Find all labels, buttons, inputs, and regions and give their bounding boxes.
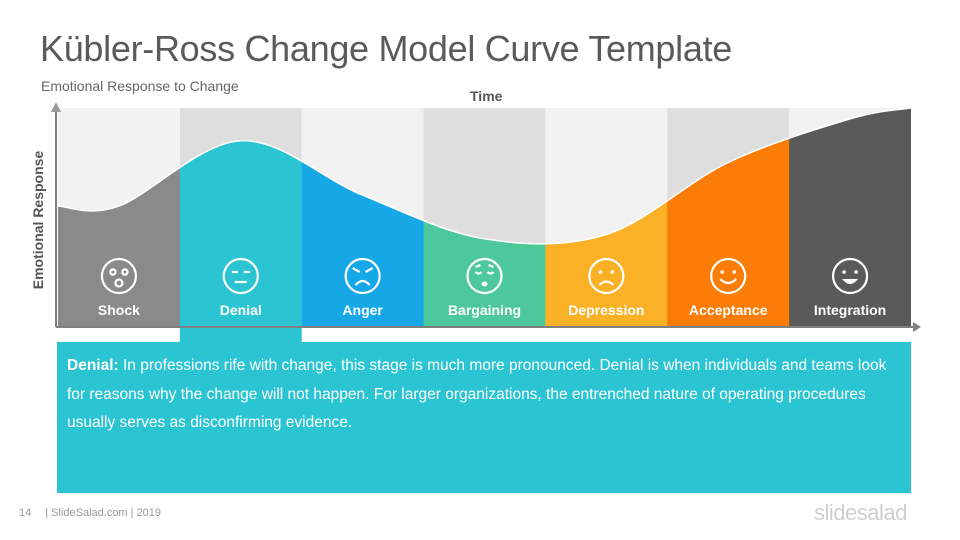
page-title: Kübler-Ross Change Model Curve Template: [40, 28, 732, 69]
surprised-face-icon: [100, 257, 138, 295]
description-text: In professions rife with change, this st…: [67, 357, 887, 431]
smiling-face-icon: [710, 257, 747, 295]
pleading-face-icon: [466, 257, 503, 295]
y-axis-arrow-icon: [51, 102, 61, 112]
stage-label-depression[interactable]: Depression: [568, 302, 644, 318]
x-axis-arrow-icon: [913, 322, 921, 332]
stage-label-integration[interactable]: Integration: [814, 302, 886, 318]
footer-credit: | SlideSalad.com | 2019: [45, 507, 162, 519]
stage-label-denial[interactable]: Denial: [220, 302, 262, 318]
emotion-curve-line: [57, 107, 912, 245]
neutral-face-icon: [222, 257, 259, 295]
x-axis-label: Time: [470, 88, 503, 104]
page-subtitle: Emotional Response to Change: [41, 78, 239, 94]
angry-face-icon: [344, 257, 381, 295]
page-number: 14: [19, 507, 32, 519]
stage-fill-integration[interactable]: [789, 108, 911, 326]
selected-stage-connector: [179, 326, 302, 344]
brand-logo: slidesalad: [814, 500, 907, 525]
stage-label-shock[interactable]: Shock: [98, 302, 140, 318]
grinning-face-icon: [831, 257, 869, 295]
description-heading: Denial:: [67, 357, 119, 374]
stage-description-panel: Denial: In professions rife with change,…: [57, 342, 911, 493]
sad-face-icon: [588, 257, 625, 295]
stage-label-anger[interactable]: Anger: [342, 302, 383, 318]
stage-label-bargaining[interactable]: Bargaining: [448, 302, 521, 318]
stage-label-acceptance[interactable]: Acceptance: [689, 302, 768, 318]
footer: 14 | SlideSalad.com | 2019: [19, 507, 167, 519]
